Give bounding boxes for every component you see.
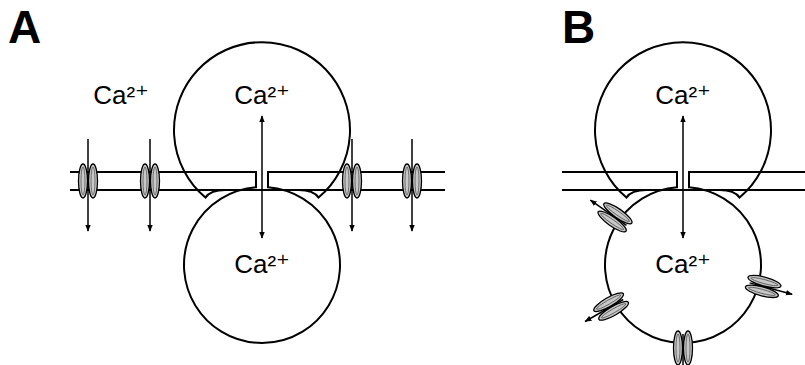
ion-label: Ca²⁺ (234, 82, 290, 108)
cell-membrane (70, 172, 445, 343)
panel-letter: B (562, 4, 595, 50)
ion-channel (79, 139, 98, 231)
ion-channel (403, 139, 422, 231)
flux-arrow (682, 116, 684, 238)
ion-label: Ca²⁺ (655, 82, 711, 108)
ion-channel (343, 139, 362, 231)
panel-letter: A (8, 4, 41, 50)
ion-channel (585, 192, 634, 235)
ion-label: Ca²⁺ (653, 250, 713, 278)
vesicle: Ca²⁺ (196, 203, 328, 335)
ion-label: Ca²⁺ (232, 250, 292, 278)
ion-label: Ca²⁺ (93, 82, 149, 108)
vesicle: Ca²⁺ (617, 203, 749, 335)
ion-channel (141, 139, 160, 231)
flux-arrow (261, 116, 263, 238)
ion-channel (580, 290, 630, 330)
ion-channel (674, 331, 693, 365)
ion-channel (744, 273, 794, 304)
cell-membrane (70, 42, 445, 197)
